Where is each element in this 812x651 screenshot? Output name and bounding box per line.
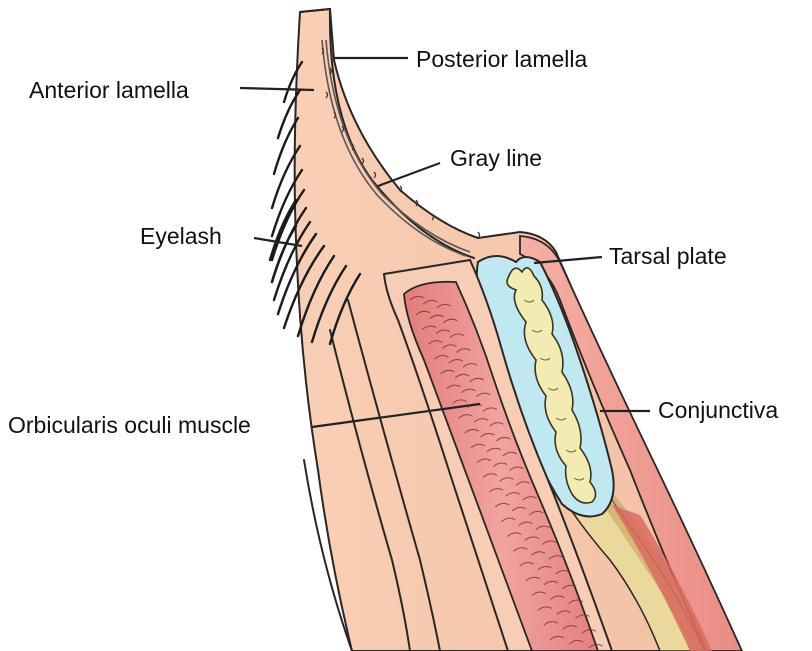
label-gray-line: Gray line <box>450 145 542 171</box>
label-eyelash: Eyelash <box>140 223 222 249</box>
label-anterior-lamella: Anterior lamella <box>29 77 189 103</box>
label-posterior-lamella: Posterior lamella <box>416 46 587 72</box>
label-tarsal-plate: Tarsal plate <box>609 243 727 269</box>
label-conjunctiva: Conjunctiva <box>658 397 778 423</box>
label-orbicularis-oculi-muscle: Orbicularis oculi muscle <box>8 412 251 438</box>
